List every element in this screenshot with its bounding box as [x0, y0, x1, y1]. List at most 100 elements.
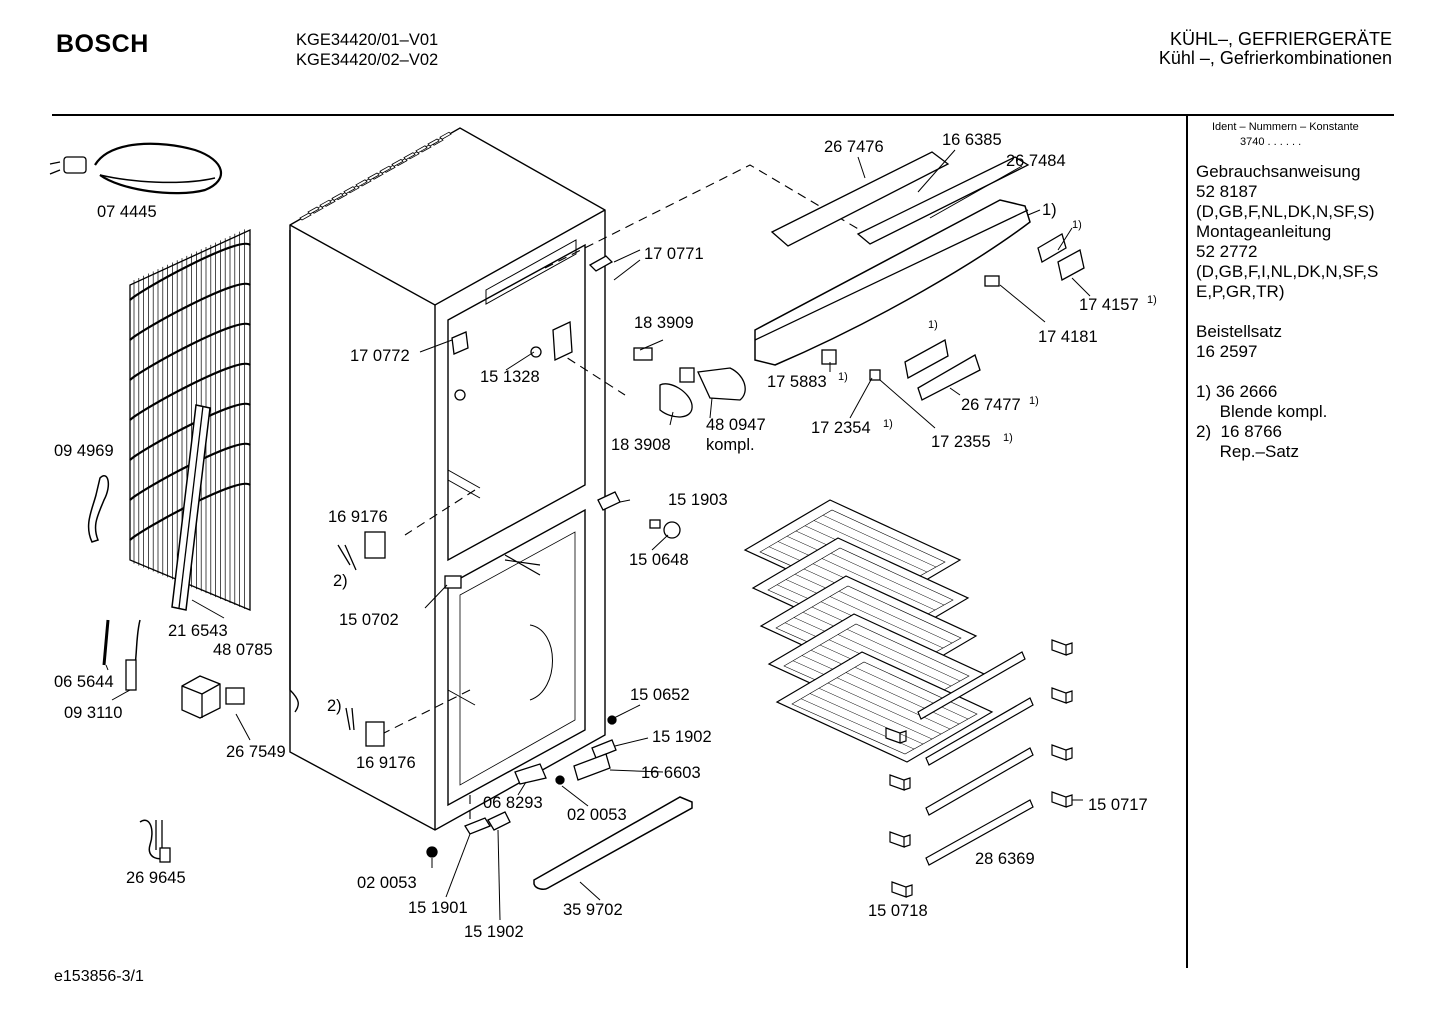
- part-label: 15 1328: [480, 368, 540, 386]
- info-line: 52 2772: [1196, 242, 1258, 261]
- part-label: 48 0947: [706, 416, 766, 434]
- part-label: 26 9645: [126, 869, 186, 887]
- part-label: 15 0717: [1088, 796, 1148, 814]
- door-clip-side: [1065, 747, 1073, 761]
- vent-slot: [299, 212, 312, 221]
- power-cord-part: [49, 142, 223, 195]
- door-clip-side: [1065, 794, 1073, 808]
- part-label: 06 8293: [483, 794, 543, 812]
- part-label: 18 3908: [611, 436, 671, 454]
- shelf-wire: [838, 591, 953, 644]
- info-line: Beistellsatz: [1196, 322, 1282, 341]
- vent-slot: [331, 192, 344, 201]
- side-panel-info: Gebrauchsanweisung 52 8187 (D,GB,F,NL,DK…: [1196, 162, 1378, 462]
- part-label: 1): [928, 319, 938, 331]
- part-label: 1): [1029, 395, 1039, 407]
- door-bar: [925, 697, 1034, 766]
- info-line: Montageanleitung: [1196, 222, 1332, 241]
- part-label: 17 0772: [350, 347, 410, 365]
- leader-lines: [105, 149, 1091, 921]
- vent-slot: [391, 158, 404, 167]
- info-line: [1196, 302, 1378, 322]
- part-label: 15 1902: [464, 923, 524, 941]
- door-clip: [891, 881, 907, 898]
- door-clip-side: [899, 730, 907, 744]
- dashed-leaders: [379, 164, 861, 825]
- category-sub: Kühl –, Gefrierkombinationen: [1158, 48, 1392, 68]
- side-panel-divider: [1186, 116, 1188, 968]
- part-label: 26 7484: [1006, 152, 1066, 170]
- part-label: 15 0718: [868, 902, 928, 920]
- part-label: 15 1903: [668, 491, 728, 509]
- part-label: 16 6603: [641, 764, 701, 782]
- part-label: 28 6369: [975, 850, 1035, 868]
- part-label: 2): [327, 697, 342, 715]
- part-label: 17 2354: [811, 419, 871, 437]
- exploded-parts-diagram: 07 4445 26 7476 16 6385 26 7484 1) 1) 17…: [49, 127, 1157, 941]
- door-clip: [889, 831, 905, 848]
- category-main: KÜHL–, GEFRIERGERÄTE: [1169, 29, 1392, 49]
- info-line: E,P,GR,TR): [1196, 282, 1285, 301]
- shelf-wire: [821, 558, 936, 611]
- info-line: (D,GB,F,NL,DK,N,SF,S): [1196, 202, 1375, 221]
- box-480785-part: [181, 675, 245, 719]
- shelf-frame: [775, 651, 994, 763]
- part-label: 15 1902: [652, 728, 712, 746]
- info-line: 16 2597: [1196, 342, 1258, 361]
- part-label: 17 4181: [1038, 328, 1098, 346]
- shelf-wire: [837, 634, 952, 687]
- part-label: 1): [1042, 201, 1057, 219]
- model-number-2: KGE34420/02–V02: [296, 51, 439, 69]
- shelf-wire: [813, 520, 928, 573]
- shelf-wire: [836, 677, 951, 730]
- part-label: 17 0771: [644, 245, 704, 263]
- part-label: 17 4157: [1079, 296, 1139, 314]
- strip-216543-part: [171, 404, 211, 611]
- door-bar: [925, 799, 1034, 866]
- part-label: 21 6543: [168, 622, 228, 640]
- info-line: [1196, 362, 1378, 382]
- door-bars-and-clips: [885, 639, 1073, 898]
- header-divider: [52, 114, 1394, 116]
- shelf-wire: [829, 596, 944, 649]
- model-number-1: KGE34420/01–V01: [296, 31, 439, 49]
- hose-094969-part: [87, 475, 110, 543]
- part-label: kompl.: [706, 436, 755, 454]
- vent-slot: [427, 138, 440, 147]
- part-label: 17 5883: [767, 373, 827, 391]
- door-clip: [1051, 639, 1067, 656]
- part-label: 35 9702: [563, 901, 623, 919]
- cable-269645-part: [139, 819, 171, 863]
- shelf-wire: [822, 515, 937, 568]
- shelf-wire: [846, 629, 961, 682]
- part-label: 17 2355: [931, 433, 991, 451]
- vent-slot: [439, 131, 452, 140]
- drawing-number: e153856-3/1: [54, 968, 144, 985]
- part-label: 15 0702: [339, 611, 399, 629]
- ident-code: 3740 . . . . . .: [1240, 136, 1302, 148]
- refrigerator-cabinet: [289, 127, 606, 831]
- vent-slot: [307, 206, 320, 215]
- part-label: 26 7477: [961, 396, 1021, 414]
- vent-slot: [343, 186, 356, 195]
- shelf-wire: [854, 667, 969, 720]
- part-label: 1): [1072, 219, 1082, 231]
- vent-slot: [415, 145, 428, 154]
- info-line: 52 8187: [1196, 182, 1258, 201]
- door-clip-side: [1065, 642, 1073, 656]
- info-line: 1) 36 2666: [1196, 382, 1278, 401]
- part-label: 1): [1003, 432, 1013, 444]
- part-label: 15 1901: [408, 899, 468, 917]
- fittings: [337, 255, 693, 890]
- info-line: (D,GB,F,I,NL,DK,N,SF,S: [1196, 262, 1379, 281]
- part-label: 15 0652: [630, 686, 690, 704]
- info-line: Blende kompl.: [1196, 402, 1328, 421]
- vent-slot: [403, 152, 416, 161]
- door-bar: [917, 651, 1026, 720]
- info-line: Rep.–Satz: [1196, 442, 1299, 461]
- part-label: 09 3110: [64, 704, 122, 722]
- part-label: 1): [838, 371, 848, 383]
- vent-slot: [355, 179, 368, 188]
- part-label: 1): [1147, 294, 1157, 306]
- part-number-labels: 07 4445 26 7476 16 6385 26 7484 1) 1) 17…: [54, 131, 1157, 941]
